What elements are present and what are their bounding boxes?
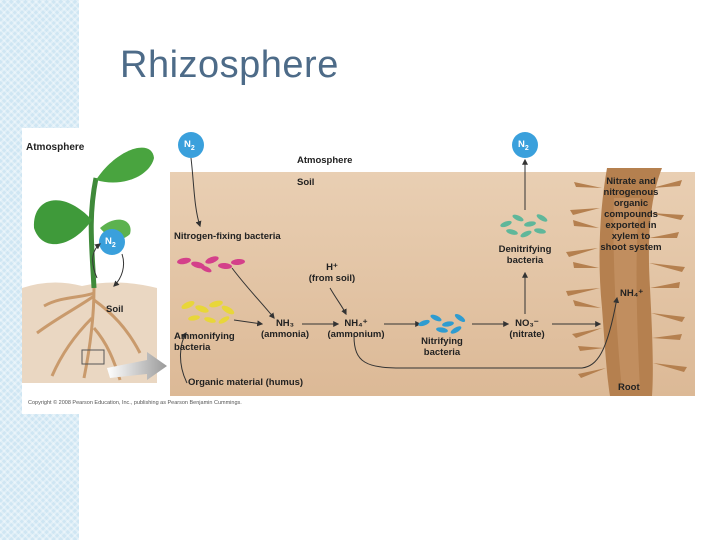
nitrogen-cycle-figure: Atmosphere N2 Soil N2 N2 Atmosphere Soil… <box>22 128 695 414</box>
ammonifying-bacteria <box>181 300 235 324</box>
plant-leaf-right <box>96 147 154 183</box>
atmosphere-label: Atmosphere <box>297 155 353 166</box>
inset-soil <box>22 282 157 383</box>
inset-n2-circle <box>99 229 125 255</box>
nitrifying-bacteria <box>418 313 466 334</box>
nh3-label: NH₃ (ammonia) <box>260 318 310 340</box>
plant-leaf-left <box>33 200 92 245</box>
nitrifying-label: Nitrifying bacteria <box>421 336 463 358</box>
soil-label: Soil <box>297 177 315 188</box>
nh4-root-label: NH₄⁺ <box>620 288 644 299</box>
nitrate-compounds-label: Nitrate and nitrogenous organic compound… <box>600 176 662 253</box>
copyright-notice: Copyright © 2008 Pearson Education, Inc.… <box>28 400 242 406</box>
denitrifying-label: Denitrifying bacteria <box>498 244 552 266</box>
n2-top-label: N2 <box>184 139 195 152</box>
inset-atmosphere-label: Atmosphere <box>26 142 85 153</box>
no3-label: NO₃⁻ (nitrate) <box>509 318 545 340</box>
n2-circle-top <box>178 132 204 158</box>
zoom-arrow <box>107 352 167 380</box>
plant-stem <box>88 177 99 289</box>
figure-graphics <box>22 128 695 396</box>
root-structure <box>566 168 687 396</box>
plant-inset-panel <box>22 128 167 383</box>
n2-circle-right <box>512 132 538 158</box>
inset-zoom-box <box>81 349 105 365</box>
nitrogen-fixing-label: Nitrogen-fixing bacteria <box>174 231 281 242</box>
inset-soil-label: Soil <box>106 304 124 315</box>
ammonifying-label: Ammonifying bacteria <box>174 331 235 353</box>
n2-right-label: N2 <box>518 139 529 152</box>
slide-title: Rhizosphere <box>120 44 339 86</box>
denitrifying-bacteria <box>500 214 548 238</box>
h-plus-label: H⁺ (from soil) <box>308 262 356 284</box>
nh4-label: NH₄⁺ (ammonium) <box>327 318 385 340</box>
nitrogen-fixing-bacteria <box>177 256 245 273</box>
organic-material-label: Organic material (humus) <box>188 377 304 388</box>
root-label: Root <box>618 382 640 393</box>
inset-n2-label: N2 <box>105 236 116 249</box>
